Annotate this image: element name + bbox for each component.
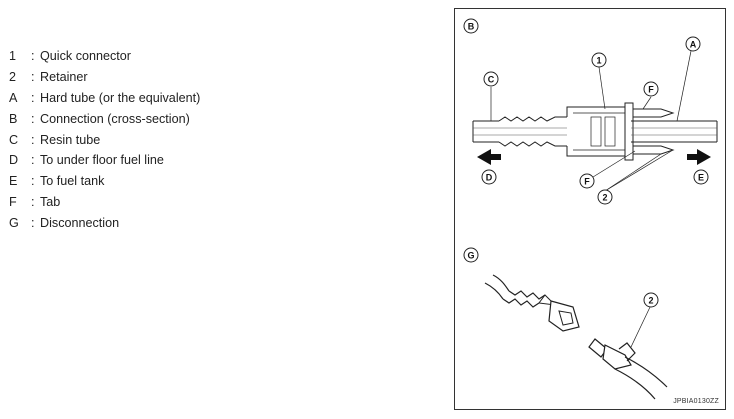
connector-body-bottom [566,146,632,157]
legend-key: G [9,215,19,230]
legend: 1 : Quick connector 2 : Retainer A : Har… [9,46,200,233]
legend-colon: : [31,49,35,64]
ribbed-tube-lower [498,141,567,147]
label-f-top: F [648,85,654,95]
quick-connector [548,300,580,332]
label-circle-e [693,169,709,185]
hard-tube-end [588,338,608,358]
legend-item: D : To under floor fuel line [9,150,200,171]
legend-colon: : [31,132,35,147]
legend-item: F : Tab [9,192,200,213]
label-circle-2-bottom [643,292,659,308]
legend-key: F [9,194,17,209]
label-circle-g [463,247,479,263]
label-c: C [488,75,495,85]
legend-key: A [9,90,18,105]
figure-code: JPBIA0130ZZ [673,398,719,405]
ribbed-tube [508,290,546,300]
legend-item: 1 : Quick connector [9,46,200,67]
label-circle-d [481,169,497,185]
legend-text: Hard tube (or the equivalent) [40,90,201,105]
legend-key: C [9,132,19,147]
label-e: E [698,173,704,183]
legend-text: Connection (cross-section) [40,111,190,126]
retainer-section [624,102,634,161]
legend-text: Disconnection [40,215,120,230]
legend-colon: : [31,70,35,85]
label-f-bottom: F [584,177,590,187]
legend-text: Quick connector [40,49,131,64]
label-b: B [468,22,475,32]
legend-colon: : [31,90,35,105]
legend-key: B [9,111,18,126]
legend-key: 2 [9,70,17,85]
legend-text: To under floor fuel line [40,153,164,168]
o-ring-seat [590,116,602,147]
legend-item: B : Connection (cross-section) [9,108,200,129]
label-g: G [467,251,474,261]
legend-colon: : [31,215,35,230]
label-circle-b [463,18,479,34]
arrow-right-icon [687,149,711,165]
connector-body-top [566,106,632,117]
resin-tube-curve [492,274,510,292]
label-a: A [690,40,697,50]
label-circle-a [685,36,701,52]
legend-item: 2 : Retainer [9,67,200,88]
label-circle-c [483,71,499,87]
label-d: D [486,173,493,183]
legend-item: E : To fuel tank [9,171,200,192]
retainer-tab-bottom [633,145,675,155]
legend-colon: : [31,194,35,209]
legend-colon: : [31,153,35,168]
legend-colon: : [31,174,35,189]
legend-item: G : Disconnection [9,212,200,233]
legend-text: Tab [40,194,61,209]
arrow-left-icon [477,149,501,165]
hard-tube-body [624,356,668,388]
label-2-bottom: 2 [648,296,653,306]
legend-key: 1 [9,49,17,64]
legend-key: D [9,153,19,168]
ribbed-tube-upper [498,116,567,122]
label-1: 1 [596,56,601,66]
legend-text: Retainer [40,70,88,85]
legend-text: To fuel tank [40,174,105,189]
retainer-tab-top [633,108,675,118]
figure-panel: B A C 1 F D E F 2 G 2 JPBIA0130ZZ [454,8,726,410]
label-circle-2-top [597,189,613,205]
label-circle-1 [591,52,607,68]
legend-key: E [9,174,18,189]
connector-illustration: B A C 1 F D E F 2 G 2 [455,18,725,400]
legend-text: Resin tube [40,132,101,147]
label-circle-f-top [643,81,659,97]
connector-opening [558,310,574,326]
legend-item: C : Resin tube [9,129,200,150]
label-circle-f-bottom [579,173,595,189]
legend-colon: : [31,111,35,126]
retainer [602,344,632,370]
legend-item: A : Hard tube (or the equivalent) [9,88,200,109]
label-2-top: 2 [602,193,607,203]
